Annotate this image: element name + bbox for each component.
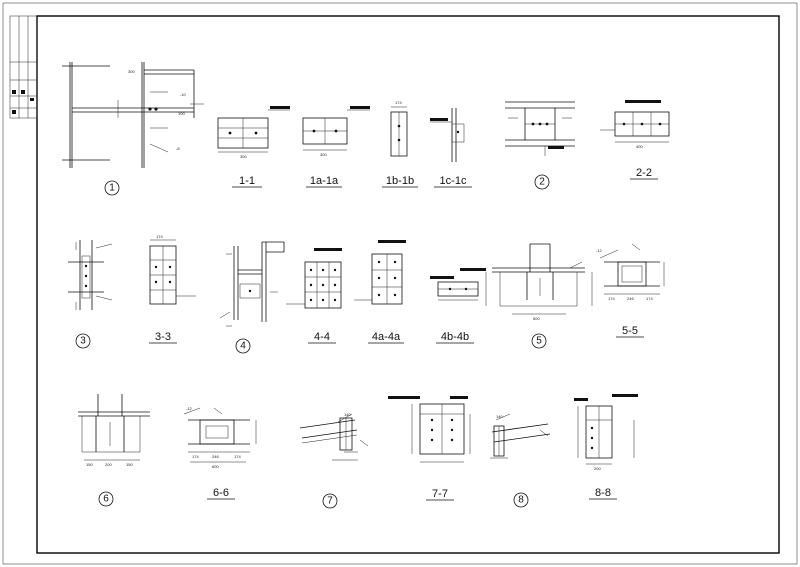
s1a-dim-300-label: 300	[320, 152, 327, 157]
s5-callout-12-label: -12	[596, 248, 603, 253]
section-1b-1b-label: 1b-1b	[386, 175, 414, 187]
detail-3-label: 3	[80, 336, 86, 347]
detail-6-drawing: 150 200 150	[78, 394, 150, 467]
section-6-6-drawing: 174 246 174 600 -12	[183, 406, 257, 469]
s6-dim-174a-label: 174	[192, 454, 199, 459]
drawing-frame	[36, 15, 780, 554]
section-6-6-label: 6-6	[213, 487, 229, 499]
detail-7-marker	[322, 493, 338, 509]
callout-thk-10-label: -10	[180, 92, 187, 97]
detail-6-marker	[98, 491, 114, 507]
section-8-8-label: 8-8	[595, 487, 611, 499]
section-7-7-label: 7-7	[432, 488, 448, 500]
section-5-5-drawing: 174 246 174 -12	[596, 243, 665, 301]
detail-1-label: 1	[109, 183, 115, 194]
s1-dim-300-label: 300	[240, 154, 247, 159]
d6-dim-150b-label: 150	[126, 462, 133, 467]
s6-dim-174b-label: 174	[234, 454, 241, 459]
detail-2-marker	[534, 174, 550, 190]
d8-dim-140-label: 140	[496, 414, 503, 419]
dim-100-label: 100	[178, 111, 185, 116]
s6-dim-246-label: 246	[212, 454, 219, 459]
d5-dim-600-label: 600	[533, 316, 540, 321]
d6-dim-150a-label: 150	[86, 462, 93, 467]
section-3-3-label: 3-3	[155, 331, 171, 343]
detail-6-label: 6	[103, 494, 109, 505]
detail-7-label: 7	[327, 496, 333, 507]
detail-3-drawing	[68, 240, 113, 310]
section-8-8-drawing: 200	[574, 394, 638, 471]
detail-3-marker	[75, 333, 91, 349]
section-1-1-label: 1-1	[239, 175, 255, 187]
detail-2-label: 2	[539, 177, 545, 188]
section-1a-1a-drawing: 300	[302, 106, 370, 157]
section-4-4-label: 4-4	[314, 331, 330, 343]
section-1b-1b-drawing: 174	[390, 100, 408, 157]
section-2-2-drawing: 400	[600, 100, 670, 149]
section-1-1-drawing: 300	[217, 106, 290, 159]
detail-4-marker	[235, 338, 251, 354]
detail-1-marker	[104, 180, 120, 196]
detail-8-marker	[513, 492, 529, 508]
section-4b-4b-drawing	[430, 268, 486, 301]
s8-dim-200-label: 200	[594, 466, 601, 471]
detail-4-label: 4	[240, 341, 246, 352]
section-4-4-drawing	[286, 248, 342, 309]
detail-8-label: 8	[518, 495, 524, 506]
s6-dim-600-label: 600	[212, 464, 219, 469]
section-5-5-label: 5-5	[622, 325, 638, 337]
s2-dim-400-label: 400	[636, 144, 643, 149]
section-2-2-label: 2-2	[636, 167, 652, 179]
d6-dim-200-label: 200	[105, 462, 112, 467]
dim-300-label: 300	[128, 69, 135, 74]
detail-7-drawing: 140	[299, 412, 369, 461]
section-1a-1a-label: 1a-1a	[310, 175, 339, 187]
s3-dim-174-label: 174	[156, 234, 163, 239]
section-1c-1c-drawing	[430, 108, 465, 162]
detail-4-drawing	[219, 241, 285, 327]
d7-dim-140-label: 140	[344, 412, 351, 417]
detail-5-label: 5	[536, 336, 542, 347]
section-4b-4b-label: 4b-4b	[441, 331, 469, 343]
detail-2-drawing	[505, 101, 575, 156]
detail-5-marker	[531, 333, 547, 349]
s5-dim-174b-label: 174	[646, 296, 653, 301]
detail-5-drawing: 600	[485, 243, 593, 321]
section-4a-4a-label: 4a-4a	[372, 331, 401, 343]
s5-dim-246-label: 246	[627, 296, 634, 301]
detail-1-drawing: -8 -10 300 100	[62, 62, 204, 168]
s5-dim-174a-label: 174	[608, 296, 615, 301]
detail-8-drawing: 140	[490, 413, 551, 459]
section-7-7-drawing	[388, 396, 471, 463]
section-4a-4a-drawing	[354, 240, 406, 305]
title-block-strip	[9, 15, 38, 119]
s6-callout-12-label: -12	[186, 406, 193, 411]
section-3-3-drawing: 174	[149, 234, 196, 305]
s1b-dim-174-label: 174	[395, 100, 402, 105]
callout-thk-8-label: -8	[176, 146, 180, 151]
section-1c-1c-label: 1c-1c	[440, 175, 467, 187]
